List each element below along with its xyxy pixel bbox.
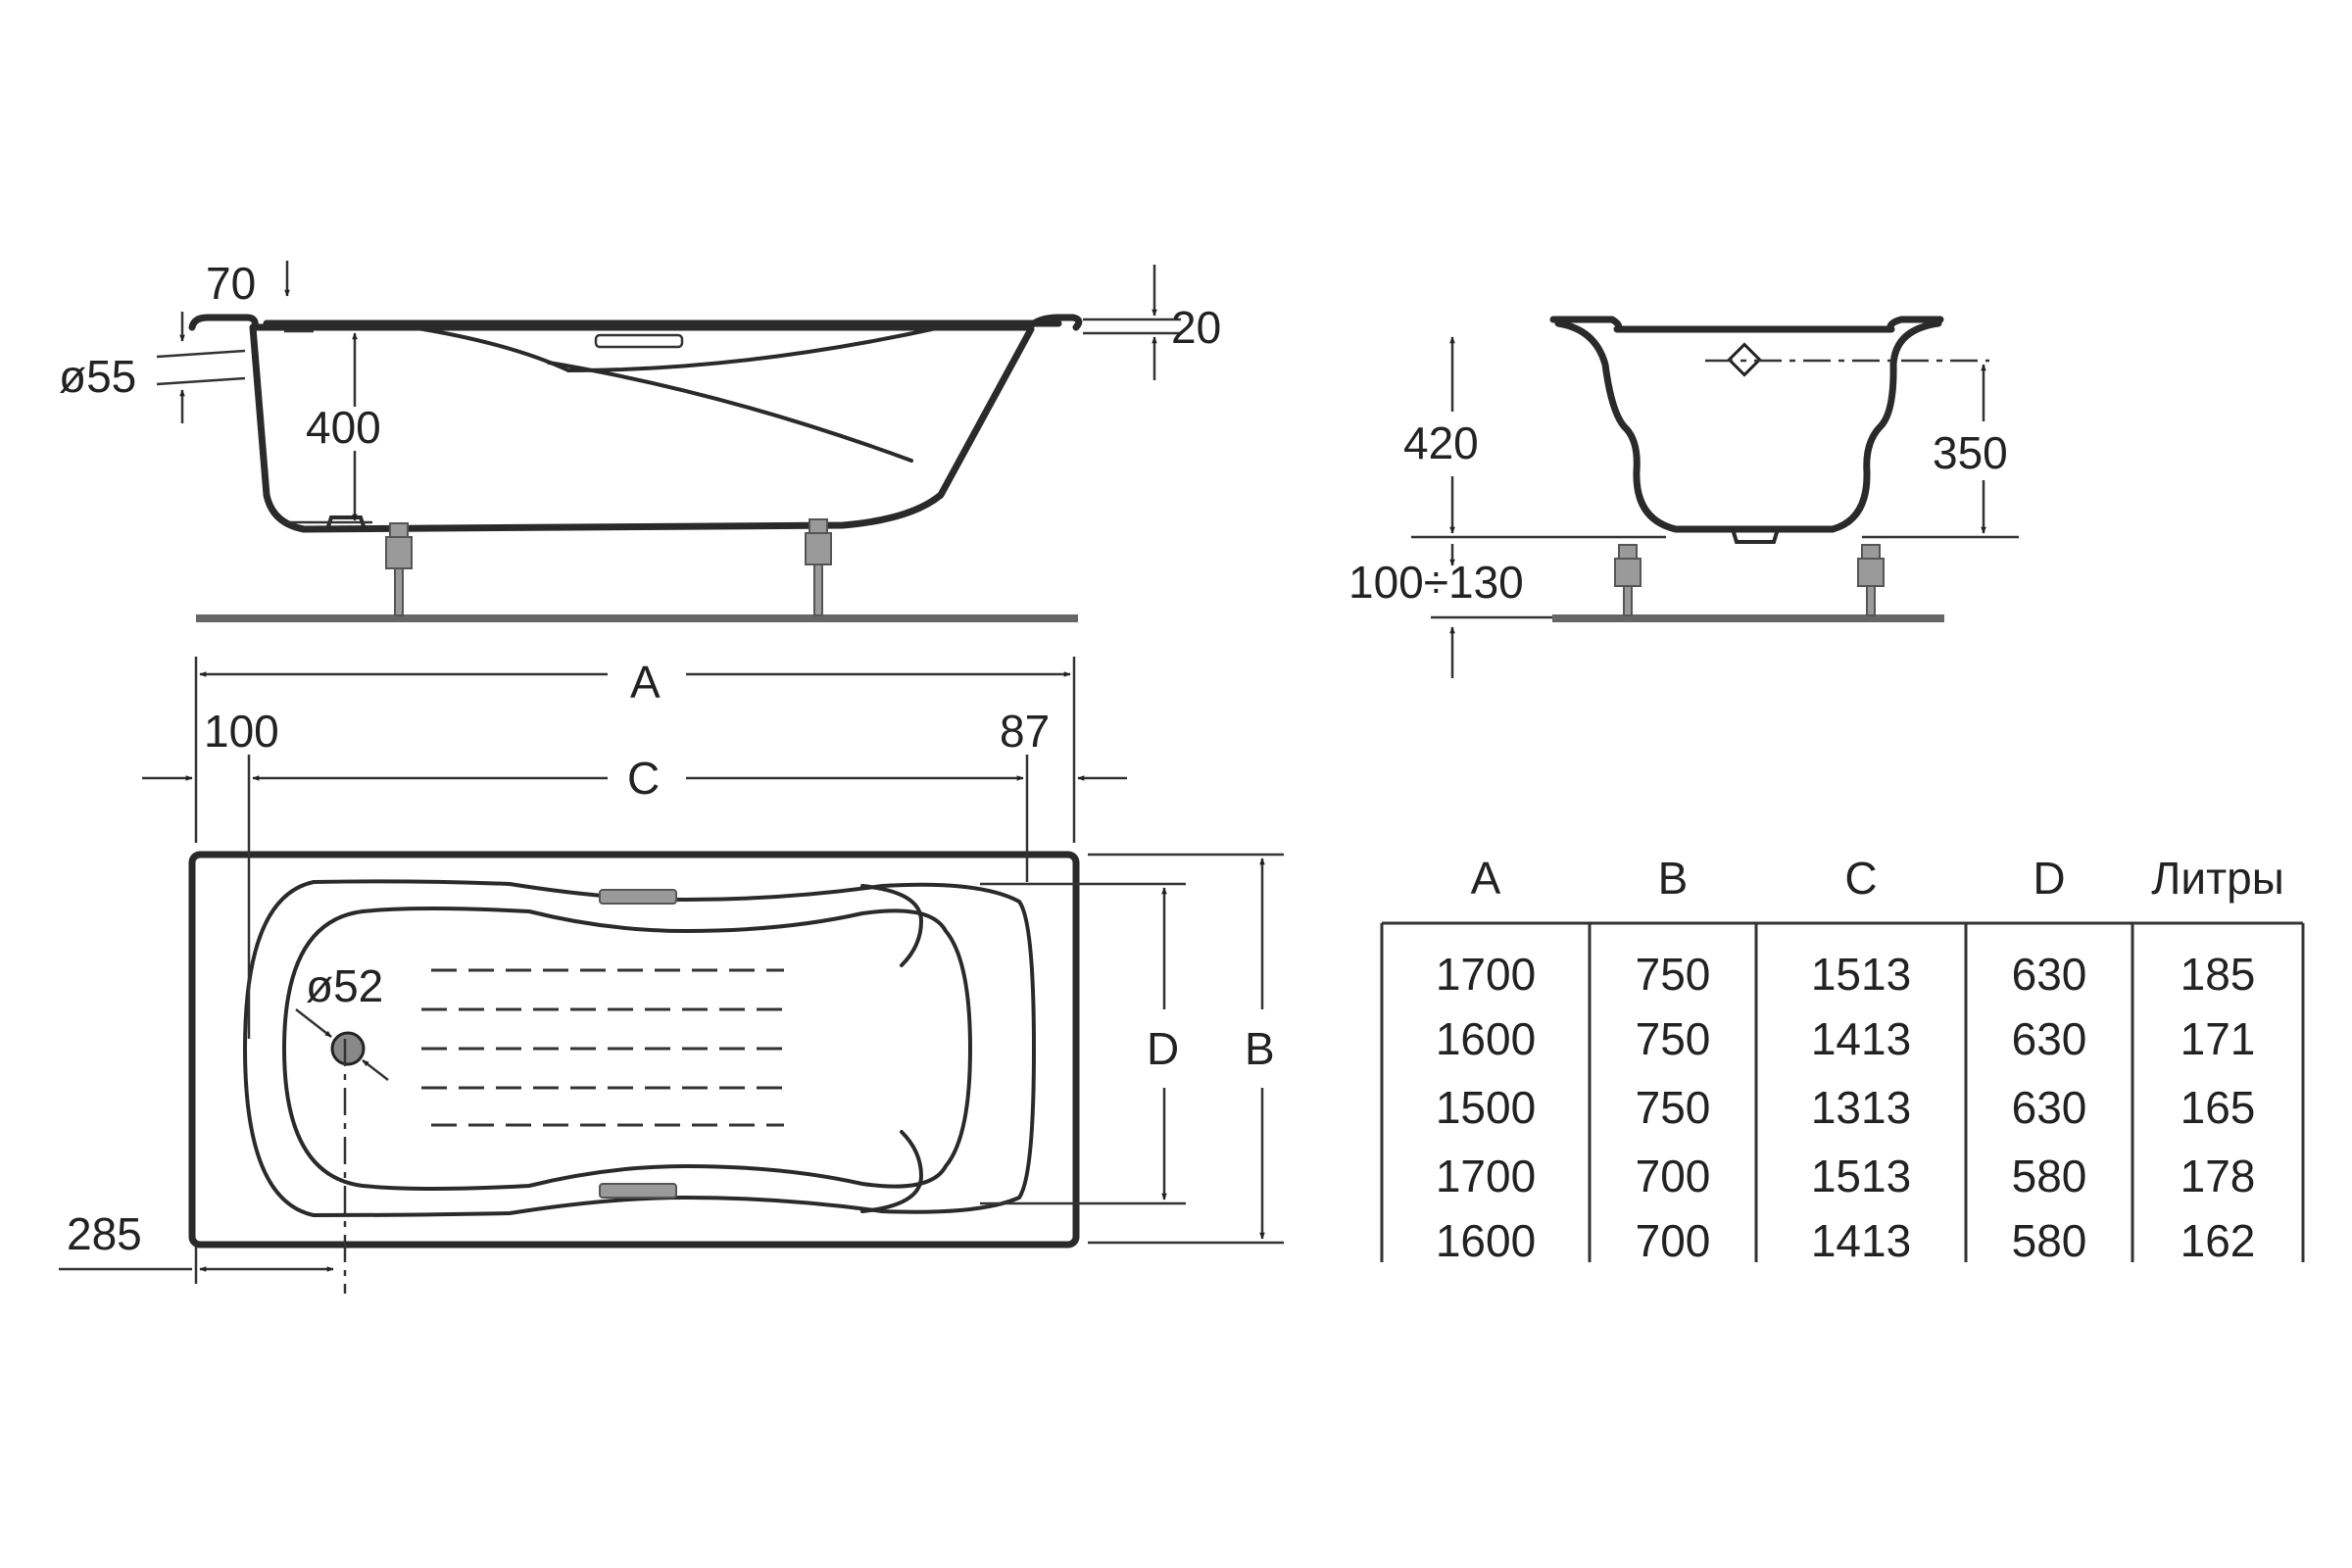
- table-row: 1600 700 1413 580 162: [1436, 1215, 2256, 1266]
- table-cell: 1600: [1436, 1013, 1536, 1064]
- top-dim-inner-length: C: [627, 753, 660, 804]
- table-header-a: A: [1471, 853, 1501, 904]
- table-cell: 700: [1636, 1151, 1711, 1201]
- table-cell: 750: [1636, 1013, 1711, 1064]
- table-cell: 185: [2180, 949, 2256, 1000]
- end-tub-body: [1554, 319, 1942, 533]
- end-dim-leg-range: 100÷130: [1348, 557, 1524, 608]
- table-row: 1700 700 1513 580 178: [1436, 1151, 2256, 1201]
- side-leg-left: [385, 522, 413, 616]
- top-outer-outline: [188, 851, 1080, 1249]
- table-cell: 165: [2180, 1082, 2256, 1133]
- end-rim: [1549, 316, 1944, 333]
- table-cell: 1413: [1811, 1013, 1911, 1064]
- table-cell: 1700: [1436, 1151, 1536, 1201]
- top-inner-contour: [242, 879, 1037, 1218]
- top-handle-lower: [599, 1183, 677, 1199]
- side-overflow-slot: [594, 333, 684, 349]
- table-row: 1500 750 1313 630 165: [1436, 1082, 2256, 1133]
- top-dim-right-offset: 87: [1000, 706, 1050, 757]
- table-row: 1600 750 1413 630 171: [1436, 1013, 2256, 1064]
- end-overflow-symbol: [1727, 342, 1762, 377]
- side-decor-curve-lower: [547, 361, 913, 463]
- table-cell: 630: [2012, 1013, 2087, 1064]
- table-cell: 1500: [1436, 1082, 1536, 1133]
- table-cell: 750: [1636, 1082, 1711, 1133]
- side-leg-right: [805, 518, 832, 616]
- top-dim-drain-diameter: ø52: [306, 960, 383, 1011]
- end-view: 420 350 100÷130: [1348, 316, 2019, 678]
- side-dim-overflow-diameter: ø55: [59, 351, 136, 402]
- side-dim-inner-depth: 400: [306, 402, 381, 453]
- table-cell: 178: [2180, 1151, 2256, 1201]
- table-cell: 1413: [1811, 1215, 1911, 1266]
- table-cell: 1700: [1436, 949, 1536, 1000]
- top-anti-slip-pattern: [421, 968, 794, 1127]
- end-dim-height: 420: [1403, 417, 1479, 468]
- table-header-d: D: [2033, 853, 2065, 904]
- top-view: ø52 A 100 87 C D B 285: [59, 657, 1284, 1294]
- top-handle-upper: [599, 889, 677, 905]
- table-cell: 171: [2180, 1013, 2256, 1064]
- top-drain: [330, 1031, 366, 1066]
- top-dim-overall-width: B: [1245, 1023, 1275, 1074]
- table-cell: 630: [2012, 949, 2087, 1000]
- table-header-c: C: [1844, 853, 1877, 904]
- side-decor-curve-upper: [410, 325, 943, 373]
- size-table: A B C D Литры 1700 750 1513 630 185 1600…: [1380, 853, 2305, 1266]
- table-cell: 580: [2012, 1215, 2087, 1266]
- table-cell: 580: [2012, 1151, 2087, 1201]
- table-cell: 750: [1636, 949, 1711, 1000]
- top-wave-right-lower: [860, 1130, 924, 1213]
- end-dim-overflow-height: 350: [1933, 427, 2008, 478]
- table-cell: 1513: [1811, 949, 1911, 1000]
- table-cell: 630: [2012, 1082, 2087, 1133]
- table-header-b: B: [1658, 853, 1689, 904]
- end-leg-left: [1614, 544, 1642, 616]
- table-header-liters: Литры: [2151, 853, 2284, 904]
- side-rim: [188, 314, 1083, 331]
- top-dim-left-offset: 100: [204, 706, 279, 757]
- table-row: 1700 750 1513 630 185: [1436, 949, 2256, 1000]
- end-floor-line: [1552, 614, 1944, 622]
- top-dim-overall-length: A: [630, 657, 661, 708]
- top-dim-drain-position: 285: [67, 1208, 142, 1259]
- table-cell: 1313: [1811, 1082, 1911, 1133]
- table-cell: 700: [1636, 1215, 1711, 1266]
- top-dim-inner-width: D: [1147, 1023, 1179, 1074]
- table-header-row: A B C D Литры: [1471, 853, 2284, 904]
- end-drain-bump: [1731, 527, 1780, 544]
- table-cell: 1513: [1811, 1151, 1911, 1201]
- side-tub-body: [249, 323, 1035, 533]
- top-wave-right-upper: [860, 884, 924, 967]
- side-floor-line: [196, 614, 1078, 622]
- top-inner-basin: [281, 906, 973, 1191]
- side-dim-rim-thickness: 70: [206, 258, 256, 309]
- end-leg-right: [1857, 544, 1885, 616]
- side-view: 70 ø55 400 20: [59, 258, 1221, 622]
- side-dim-lip: 20: [1171, 302, 1221, 353]
- table-cell: 1600: [1436, 1215, 1536, 1266]
- table-cell: 162: [2180, 1215, 2256, 1266]
